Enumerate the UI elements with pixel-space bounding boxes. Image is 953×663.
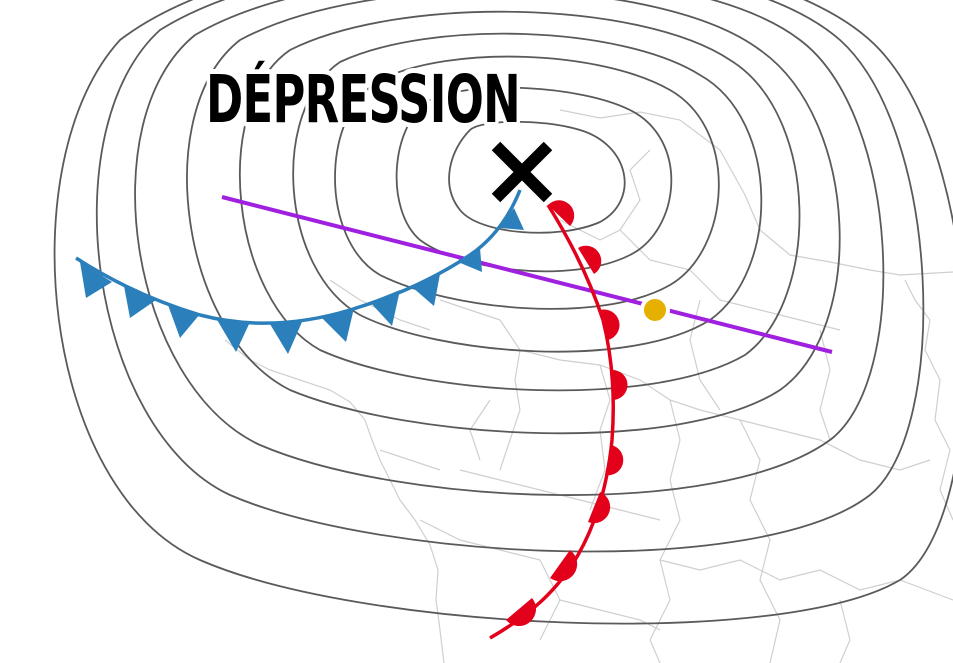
cold-front-triangle (168, 305, 200, 338)
map-region-1 (439, 299, 521, 471)
map-region-3 (589, 364, 611, 511)
isobar-9 (53, 0, 953, 625)
cold-front-triangle (500, 208, 524, 230)
map-region-16 (559, 599, 661, 631)
map-region-8 (659, 559, 953, 601)
warm-front-semicircle (548, 200, 575, 226)
cold-front-triangle (322, 308, 354, 342)
warm-front-semicircles (506, 200, 628, 627)
cold-front-triangles (80, 208, 524, 354)
warm-front-semicircle (605, 445, 624, 476)
map-region-15 (839, 599, 851, 663)
cross-stroke-b (491, 141, 553, 203)
cold-front-triangle (124, 286, 156, 318)
map-region-10 (619, 229, 841, 331)
isobar-5 (239, 10, 801, 392)
warm-front-semicircle (578, 245, 602, 274)
isobars (53, 0, 953, 625)
warm-front-semicircle (600, 309, 620, 340)
map-border-east (904, 279, 953, 521)
warm-front-semicircle (612, 369, 628, 400)
cold-front-triangle (270, 322, 302, 354)
map-border-north (559, 109, 953, 276)
depression-label-halo: DÉPRESSION (206, 60, 520, 138)
cold-front-triangle (412, 274, 440, 306)
isobar-8 (95, 0, 925, 553)
map-region-18 (469, 399, 491, 461)
cold-front (75, 189, 524, 354)
map-borders (224, 109, 953, 663)
cross-section-line (221, 195, 833, 354)
isobar-7 (134, 0, 885, 496)
map-region-5 (739, 419, 781, 663)
map-region-7 (419, 519, 561, 641)
depression-label: DÉPRESSION (206, 60, 520, 138)
warm-front-semicircle (506, 598, 537, 627)
map-region-13 (559, 149, 651, 241)
isobar-6 (186, 0, 841, 435)
cold-front-triangle (80, 262, 112, 298)
warm-front-semicircle (588, 492, 611, 524)
cold-front-triangle (370, 290, 400, 326)
map-region-9 (779, 429, 931, 471)
map-region-2 (519, 349, 781, 431)
warm-front (489, 200, 628, 640)
isobar-1 (448, 120, 626, 234)
map-region-4 (649, 399, 681, 663)
map-region-11 (689, 299, 721, 411)
map-region-12 (819, 329, 831, 441)
map-coastline (224, 339, 445, 663)
warm-front-line (489, 204, 616, 640)
cold-front-triangle (458, 248, 482, 272)
observer-dot-icon (640, 295, 670, 325)
cold-front-triangle (216, 318, 250, 352)
isobar-3 (334, 55, 720, 310)
warm-front-semicircle (550, 550, 578, 582)
cross-icon (491, 141, 553, 203)
map-region-14 (379, 449, 441, 471)
isobar-2 (395, 86, 673, 273)
